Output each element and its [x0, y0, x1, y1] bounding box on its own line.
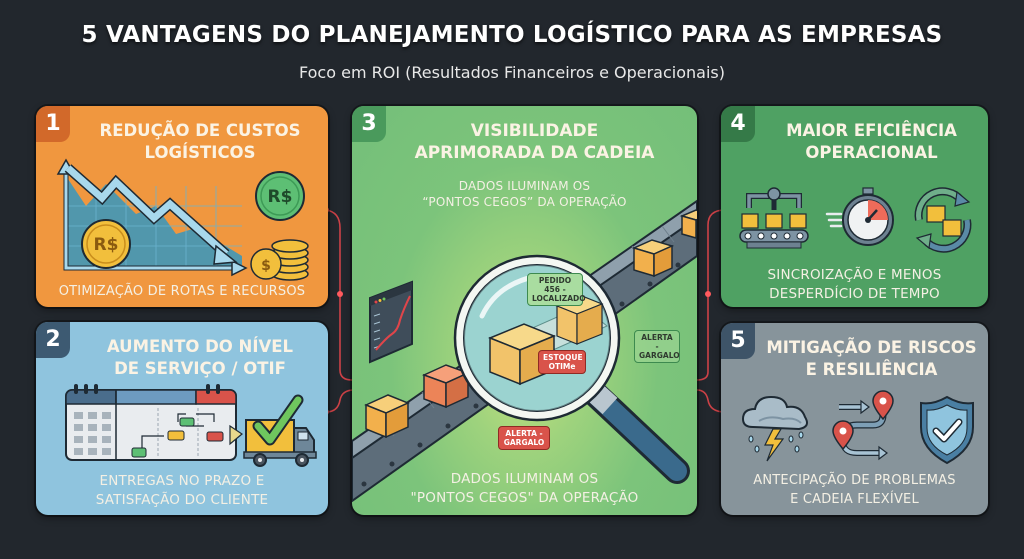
cycle-boxes-icon	[914, 187, 972, 253]
caption-line: "PONTOS CEGOS" DA OPERAÇÃO	[410, 490, 639, 506]
caption-line: ENTREGAS NO PRAZO E	[99, 473, 265, 489]
order-located-tag: PEDIDO 456 - LOCALIZADO	[527, 273, 586, 306]
tag-line: ESTOQUE	[543, 353, 583, 362]
box-icon	[679, 209, 697, 239]
card-caption: ENTREGAS NO PRAZO E SATISFAÇÃO DO CLIENT…	[36, 472, 328, 510]
dashboard-chart-icon	[369, 280, 413, 364]
card-caption: ANTECIPAÇÃO DE PROBLEMAS E CADEIA FLEXÍV…	[721, 471, 988, 509]
title-line: LOGÍSTICOS	[144, 143, 256, 162]
card-number-badge: 3	[352, 106, 386, 142]
card-supply-chain-visibility: 3 VISIBILIDADE APRIMORADA DA CADEIA DADO…	[352, 106, 697, 515]
shield-check-icon	[920, 395, 974, 465]
caption-line: DADOS ILUMINAM OS	[450, 471, 599, 487]
card-number-badge: 2	[36, 322, 70, 358]
title-line: AUMENTO DO NÍVEL	[106, 337, 294, 356]
title-line: APRIMORADA DA CADEIA	[414, 143, 655, 163]
svg-text:R$: R$	[268, 187, 293, 207]
robotic-assembly-line-icon	[739, 187, 809, 249]
caption-line: E CADEIA FLEXÍVEL	[790, 492, 919, 507]
declining-cost-chart-icon	[56, 158, 248, 277]
page-title: 5 VANTAGENS DO PLANEJAMENTO LOGÍSTICO PA…	[81, 22, 943, 48]
title-line: MAIOR EFICIÊNCIA	[786, 121, 957, 140]
reroute-pins-icon	[832, 390, 894, 461]
card-title: AUMENTO DO NÍVEL DE SERVIÇO / OTIF	[72, 336, 328, 380]
tag-line: ALERTA -	[641, 333, 673, 351]
tag-line: OTIMe	[548, 362, 576, 371]
title-line: REDUÇÃO DE CUSTOS	[99, 121, 301, 140]
card-operational-efficiency: 4 MAIOR EFICIÊNCIA OPERACIONAL SIN	[721, 106, 988, 307]
card-risk-mitigation: 5 MITIGAÇÃO DE RISCOS E RESILIÊNCIA ANTE…	[721, 323, 988, 515]
card-caption: OTIMIZAÇÃO DE ROTAS E RECURSOS	[58, 284, 306, 299]
card-caption: DADOS ILUMINAM OS "PONTOS CEGOS" DA OPER…	[352, 470, 697, 508]
real-coin-icon: R$	[81, 219, 131, 269]
storm-cloud-icon	[741, 395, 808, 462]
caption-line: SINCROIZAÇÃO E MENOS	[767, 267, 942, 283]
title-line: DE SERVIÇO / OTIF	[114, 359, 286, 378]
delivery-truck-check-icon	[243, 394, 317, 467]
card-title: MITIGAÇÃO DE RISCOS E RESILIÊNCIA	[755, 337, 988, 381]
card-number-badge: 1	[36, 106, 70, 142]
title-line: MITIGAÇÃO DE RISCOS	[766, 338, 977, 357]
card-caption: SINCROIZAÇÃO E MENOS DESPERDÍCIO DE TEMP…	[721, 266, 988, 304]
coin-stack-icon: $	[250, 239, 309, 281]
tag-line: GARGALO	[639, 351, 680, 360]
caption-line: “PONTOS CEGOS” DA OPERAÇÃO	[422, 195, 627, 209]
card-title: REDUÇÃO DE CUSTOS LOGÍSTICOS	[72, 120, 328, 164]
calendar-gantt-icon	[65, 384, 244, 461]
tag-line: ALERTA -	[505, 429, 543, 438]
page-subtitle: Foco em ROI (Resultados Financeiros e Op…	[299, 63, 725, 82]
caption-line: DADOS ILUMINAM OS	[458, 179, 591, 193]
title-line: E RESILIÊNCIA	[805, 360, 938, 379]
card-cost-reduction: 1 REDUÇÃO DE CUSTOS LOGÍSTICOS R$ R$	[36, 106, 328, 307]
tag-line: LOCALIZADO	[532, 294, 586, 303]
tag-line: PEDIDO 456 -	[538, 276, 572, 294]
card-title: MAIOR EFICIÊNCIA OPERACIONAL	[755, 120, 988, 164]
svg-text:$: $	[261, 258, 271, 274]
tag-line: GARGALO	[503, 438, 545, 447]
card-title: VISIBILIDADE APRIMORADA DA CADEIA	[372, 120, 697, 164]
card-service-level: 2 AUMENTO DO NÍVEL DE SERVIÇO / OTIF	[36, 322, 328, 515]
real-coin-icon: R$	[255, 171, 305, 221]
stopwatch-icon	[825, 187, 894, 246]
caption-line: DESPERDÍCIO DE TEMPO	[769, 286, 940, 302]
bottleneck-alert-tag: ALERTA - GARGALO	[634, 330, 680, 363]
stock-optimized-tag: ESTOQUE OTIMe	[538, 350, 586, 374]
box-icon	[631, 239, 675, 278]
caption-line: SATISFAÇÃO DO CLIENTE	[95, 492, 269, 508]
title-line: OPERACIONAL	[805, 143, 938, 162]
card-number-badge: 5	[721, 323, 755, 359]
caption-line: ANTECIPAÇÃO DE PROBLEMAS	[753, 473, 956, 488]
title-line: VISIBILIDADE	[470, 121, 599, 141]
bottleneck-alert-tag: ALERTA - GARGALO	[498, 426, 550, 450]
card-top-caption: DADOS ILUMINAM OS “PONTOS CEGOS” DA OPER…	[352, 178, 697, 210]
card-number-badge: 4	[721, 106, 755, 142]
box-icon	[364, 394, 410, 439]
svg-text:R$: R$	[94, 235, 119, 255]
box-icon	[422, 364, 470, 409]
